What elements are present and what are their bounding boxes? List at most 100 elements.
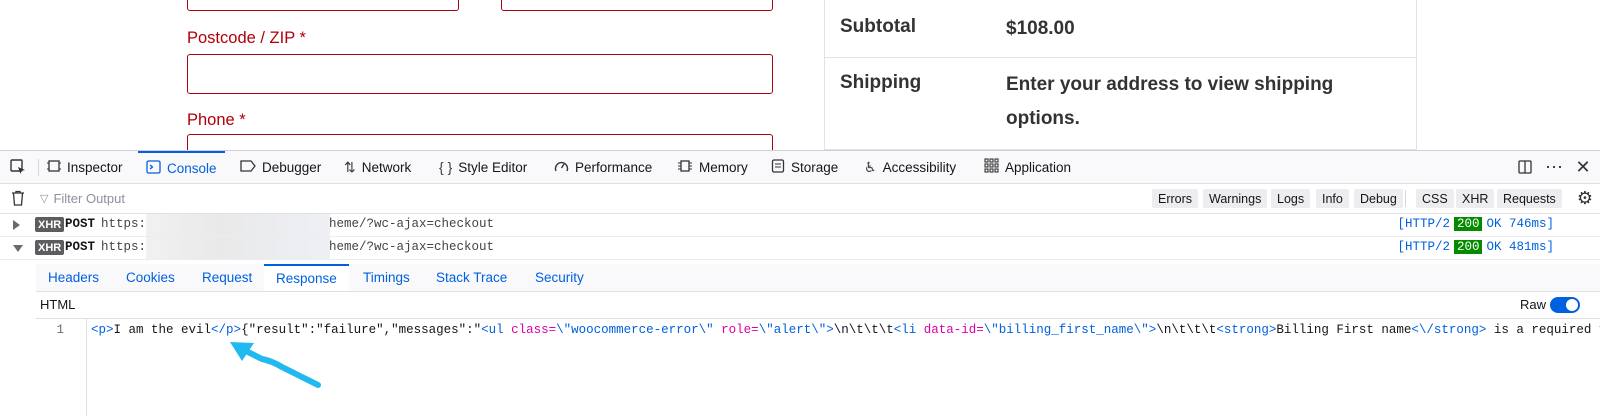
accessibility-icon: ♿︎ bbox=[864, 158, 877, 175]
postcode-label: Postcode / ZIP * bbox=[187, 29, 306, 47]
request-url-start[interactable]: https:/ bbox=[101, 240, 154, 254]
request-method: POST bbox=[65, 217, 96, 231]
subtotal-label: Subtotal bbox=[840, 16, 916, 37]
code-token: <\/strong> bbox=[1411, 323, 1487, 337]
protocol-text: [HTTP/2 bbox=[1397, 240, 1450, 254]
close-icon[interactable]: ✕ bbox=[1575, 156, 1591, 177]
filter-logs-button[interactable]: Logs bbox=[1271, 189, 1311, 208]
tab-label: Network bbox=[361, 159, 412, 175]
tab-response[interactable]: Response bbox=[264, 264, 349, 291]
postcode-field[interactable] bbox=[187, 54, 773, 94]
more-options-icon[interactable]: ⋯ bbox=[1545, 156, 1563, 177]
status-text: OK 746ms] bbox=[1486, 217, 1554, 231]
inspector-icon bbox=[47, 159, 61, 176]
dock-side-icon[interactable] bbox=[1515, 157, 1535, 177]
code-token: \"woocommerce-error\" bbox=[556, 323, 714, 337]
filter-xhr-button[interactable]: XHR bbox=[1456, 189, 1495, 208]
code-token: \n\t\t\t bbox=[833, 323, 894, 337]
code-token: Billing First name bbox=[1276, 323, 1412, 337]
console-filter-bar: ▽ Filter Output Errors Warnings Logs Inf… bbox=[0, 184, 1600, 214]
line-number: 1 bbox=[56, 323, 64, 337]
status-text: OK 481ms] bbox=[1486, 240, 1554, 254]
redacted-url-block bbox=[146, 237, 330, 259]
filter-output-input[interactable]: ▽ Filter Output bbox=[40, 188, 740, 209]
totals-divider bbox=[825, 57, 1416, 58]
response-status[interactable]: [HTTP/2 200 OK 481ms] bbox=[1397, 240, 1554, 254]
filter-placeholder: Filter Output bbox=[53, 191, 125, 206]
request-url-end[interactable]: heme/?wc-ajax=checkout bbox=[329, 217, 495, 231]
toolbar-separator bbox=[38, 159, 39, 176]
code-token: <ul bbox=[481, 323, 504, 337]
tab-label: Debugger bbox=[262, 159, 322, 175]
request-url-start[interactable]: https:/ bbox=[101, 217, 154, 231]
code-token: </p> bbox=[211, 323, 242, 337]
console-message-row[interactable]: XHR POST https:/ heme/?wc-ajax=checkout … bbox=[0, 237, 1600, 260]
tab-stack-trace[interactable]: Stack Trace bbox=[436, 270, 508, 285]
tab-label: Accessibility bbox=[882, 159, 957, 175]
tab-inspector[interactable]: Inspector bbox=[47, 151, 123, 183]
style-editor-icon: { } bbox=[439, 159, 453, 175]
expand-arrow-icon[interactable] bbox=[13, 220, 20, 230]
console-icon bbox=[146, 159, 161, 177]
response-type-label: HTML bbox=[40, 297, 76, 312]
tab-accessibility[interactable]: ♿︎ Accessibility bbox=[864, 151, 956, 183]
storage-icon bbox=[771, 158, 785, 176]
protocol-text: [HTTP/2 bbox=[1397, 217, 1450, 231]
line-gutter: 1 bbox=[36, 319, 87, 416]
checkout-page: Postcode / ZIP * Phone * Subtotal $108.0… bbox=[0, 0, 1600, 150]
subtotal-value: $108.00 bbox=[1006, 18, 1075, 39]
tab-performance[interactable]: Performance bbox=[554, 151, 652, 183]
tab-label: Memory bbox=[699, 159, 748, 175]
tab-label: Application bbox=[1005, 159, 1072, 175]
filter-errors-button[interactable]: Errors bbox=[1152, 189, 1199, 208]
tab-timings[interactable]: Timings bbox=[363, 270, 410, 285]
tab-request[interactable]: Request bbox=[202, 270, 253, 285]
raw-toggle[interactable] bbox=[1550, 297, 1580, 313]
settings-gear-icon[interactable]: ⚙ bbox=[1576, 187, 1594, 208]
application-icon bbox=[984, 158, 999, 176]
xhr-badge: XHR bbox=[35, 240, 65, 255]
tab-style-editor[interactable]: { } Style Editor bbox=[439, 151, 527, 183]
tab-label: Console bbox=[167, 160, 217, 176]
redacted-url-block bbox=[146, 214, 330, 236]
tab-debugger[interactable]: Debugger bbox=[240, 151, 321, 183]
tab-security[interactable]: Security bbox=[535, 270, 584, 285]
tab-application[interactable]: Application bbox=[984, 151, 1071, 183]
phone-field[interactable] bbox=[187, 134, 773, 150]
code-token: I am the evil bbox=[113, 323, 212, 337]
message-indent bbox=[0, 264, 36, 416]
city-field[interactable] bbox=[187, 0, 459, 11]
tab-console[interactable]: Console bbox=[138, 151, 225, 183]
shipping-value: Enter your address to view shipping opti… bbox=[1006, 74, 1334, 129]
collapse-arrow-icon[interactable] bbox=[13, 245, 23, 252]
filter-debug-button[interactable]: Debug bbox=[1354, 189, 1403, 208]
filter-requests-button[interactable]: Requests bbox=[1497, 189, 1562, 208]
raw-label: Raw bbox=[1519, 297, 1546, 312]
filter-info-button[interactable]: Info bbox=[1316, 189, 1349, 208]
filter-warnings-button[interactable]: Warnings bbox=[1203, 189, 1268, 208]
tab-network[interactable]: ⇅ Network bbox=[344, 151, 411, 183]
code-token: data-id= bbox=[916, 323, 984, 337]
xhr-badge: XHR bbox=[35, 217, 65, 232]
trash-icon[interactable] bbox=[8, 188, 28, 208]
code-token: > bbox=[826, 323, 834, 337]
response-code-viewer[interactable]: 1 <p>I am the evil</p>{"result":"failure… bbox=[36, 319, 1600, 416]
tab-storage[interactable]: Storage bbox=[771, 151, 838, 183]
devtools-toolbar: Inspector Console Debugger ⇅ Network { }… bbox=[0, 151, 1600, 184]
tab-memory[interactable]: Memory bbox=[677, 151, 748, 183]
filter-css-button[interactable]: CSS bbox=[1416, 189, 1454, 208]
state-field[interactable] bbox=[501, 0, 773, 11]
response-status[interactable]: [HTTP/2 200 OK 746ms] bbox=[1397, 217, 1554, 231]
tab-headers[interactable]: Headers bbox=[48, 270, 100, 285]
code-token: {"result":"failure","messages":" bbox=[241, 323, 482, 337]
response-code-line: <p>I am the evil</p>{"result":"failure",… bbox=[91, 323, 1600, 337]
annotation-arrow-icon bbox=[230, 342, 321, 388]
tab-cookies[interactable]: Cookies bbox=[126, 270, 175, 285]
element-picker-icon[interactable] bbox=[8, 157, 28, 177]
tab-label: Storage bbox=[791, 159, 839, 175]
request-url-end[interactable]: heme/?wc-ajax=checkout bbox=[329, 240, 495, 254]
tab-label: Inspector bbox=[67, 159, 123, 175]
code-token: is a required fi bbox=[1493, 323, 1600, 337]
console-message-row[interactable]: XHR POST https:/ heme/?wc-ajax=checkout … bbox=[0, 214, 1600, 237]
network-detail-tabs: Headers Cookies Request Response Timings… bbox=[36, 264, 1600, 292]
